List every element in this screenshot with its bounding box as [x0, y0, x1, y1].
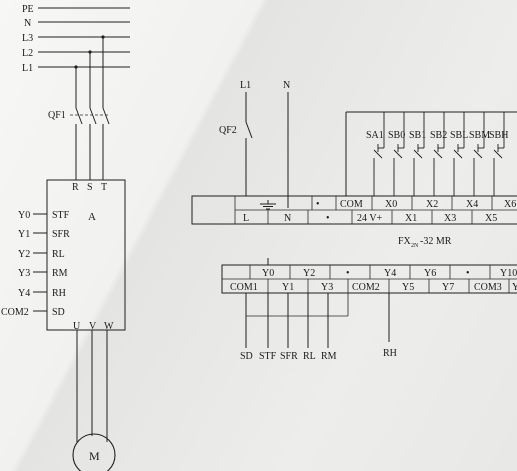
terminal-rh: RH — [52, 288, 66, 299]
line-label-n: N — [24, 18, 31, 29]
inverter-control-wires: Y0 Y1 Y2 Y3 Y4 COM2 — [1, 210, 47, 318]
svg-text:X4: X4 — [466, 199, 478, 210]
switch-sb0: SB0 — [388, 130, 405, 141]
switch-contact-sbl — [453, 112, 465, 196]
svg-text:L: L — [243, 213, 249, 224]
supply-l1: L1 — [240, 80, 251, 91]
switch-sb2: SB2 — [430, 130, 447, 141]
svg-text:Y10: Y10 — [500, 268, 517, 279]
switch-contact-sbm — [473, 112, 485, 196]
switch-contact-sa1 — [373, 112, 385, 196]
svg-text:Y0: Y0 — [262, 268, 274, 279]
terminal-r: R — [72, 182, 79, 193]
svg-text:COM: COM — [340, 199, 363, 210]
plc-output-wires: SD STF SFR RL RM RH — [240, 258, 397, 362]
plc-output-strip: Y0 Y2 • Y4 Y6 • Y10 COM1 Y1 Y3 COM2 Y5 Y… — [221, 264, 517, 294]
terminal-u: U — [73, 321, 81, 332]
svg-text:Y3: Y3 — [321, 282, 333, 293]
wire-rl: RL — [303, 351, 316, 362]
terminal-sfr: SFR — [52, 229, 70, 240]
svg-text:•: • — [316, 199, 320, 210]
line-label-l2: L2 — [22, 48, 33, 59]
svg-text:X3: X3 — [444, 213, 456, 224]
svg-text:COM3: COM3 — [474, 282, 502, 293]
svg-text:•: • — [466, 268, 470, 279]
terminal-rl: RL — [52, 249, 65, 260]
line-label-l3: L3 — [22, 33, 33, 44]
svg-text:Y2: Y2 — [303, 268, 315, 279]
svg-text:•: • — [326, 213, 330, 224]
switch-contact-sb2 — [433, 112, 445, 196]
svg-text:X5: X5 — [485, 213, 497, 224]
svg-text:QF1: QF1 — [48, 110, 66, 121]
svg-text:24 V+: 24 V+ — [357, 213, 383, 224]
input-switches: SA1 SB0 SB1 SB2 SBL SBM SBH — [345, 111, 517, 196]
line-label-l1: L1 — [22, 63, 33, 74]
motor-leads — [76, 330, 108, 442]
svg-text:Y6: Y6 — [424, 268, 436, 279]
terminal-rm: RM — [52, 268, 68, 279]
svg-text:•: • — [346, 268, 350, 279]
svg-text:FX: FX — [398, 236, 412, 247]
terminal-t: T — [101, 182, 107, 193]
svg-text:Y2: Y2 — [18, 249, 30, 260]
switch-sb1: SB1 — [409, 130, 426, 141]
switch-sbl: SBL — [450, 130, 468, 141]
switch-sbh: SBH — [489, 130, 508, 141]
terminal-s: S — [87, 182, 93, 193]
wire-sfr: SFR — [280, 351, 298, 362]
svg-text:Y0: Y0 — [18, 210, 30, 221]
supply-n: N — [283, 80, 290, 91]
terminal-v: V — [89, 321, 97, 332]
switch-contact-sb1 — [413, 112, 425, 196]
svg-text:X6: X6 — [504, 199, 516, 210]
svg-text:Y4: Y4 — [18, 288, 30, 299]
plc-supply: L1 N QF2 — [219, 80, 290, 208]
svg-text:X2: X2 — [426, 199, 438, 210]
terminal-w: W — [104, 321, 114, 332]
switch-contact-sbh — [493, 112, 505, 196]
wire-sd: SD — [240, 351, 253, 362]
inverter-block: R S T A STF SFR RL RM RH SD U V W — [46, 179, 126, 332]
svg-text:2N: 2N — [411, 243, 419, 249]
switch-sbm: SBM — [469, 130, 490, 141]
terminal-sd: SD — [52, 307, 65, 318]
breaker-qf2: QF2 — [219, 125, 237, 136]
plc-model: FX 2N -32 MR — [398, 236, 452, 249]
wire-rh: RH — [383, 348, 397, 359]
svg-text:N: N — [284, 213, 291, 224]
svg-text:COM2: COM2 — [352, 282, 380, 293]
power-lines: PE N L3 L2 L1 — [22, 4, 130, 108]
motor-label: M — [89, 449, 100, 463]
svg-text:X0: X0 — [385, 199, 397, 210]
wire-rm: RM — [321, 351, 337, 362]
motor: M — [72, 433, 116, 471]
svg-text:Y4: Y4 — [384, 268, 396, 279]
wire-stf: STF — [259, 351, 277, 362]
svg-text:COM2: COM2 — [1, 307, 29, 318]
inverter-name: A — [88, 211, 96, 223]
svg-text:Y1: Y1 — [512, 282, 517, 293]
line-label-pe: PE — [22, 4, 34, 15]
svg-text:-32 MR: -32 MR — [420, 236, 452, 247]
svg-text:Y3: Y3 — [18, 268, 30, 279]
svg-text:Y1: Y1 — [282, 282, 294, 293]
switch-contact-sb0 — [393, 112, 405, 196]
svg-text:Y5: Y5 — [402, 282, 414, 293]
svg-text:X1: X1 — [405, 213, 417, 224]
terminal-stf: STF — [52, 210, 70, 221]
svg-text:Y1: Y1 — [18, 229, 30, 240]
switch-sa1: SA1 — [366, 130, 384, 141]
breaker-qf1: QF1 — [48, 107, 110, 180]
svg-text:COM1: COM1 — [230, 282, 258, 293]
svg-text:Y7: Y7 — [442, 282, 454, 293]
plc-input-strip: • COM X0 X2 X4 X6 L N • 24 V+ X1 X3 X5 — [191, 195, 517, 225]
